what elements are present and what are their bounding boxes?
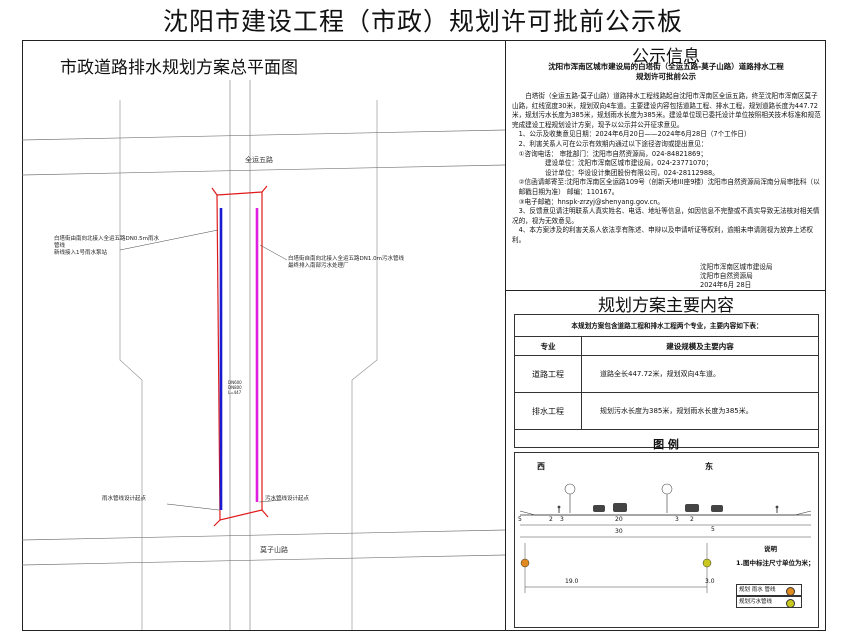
notice-paragraph: 3、反馈意见请注明联系人真实姓名、电话、地址等信息，如因信息不完整或不真实导致无… bbox=[512, 207, 820, 225]
road-edge bbox=[21, 529, 506, 541]
notice-title: 公示信息 bbox=[632, 47, 700, 67]
boundary-line bbox=[351, 100, 378, 630]
notice-paragraph: ②信函请邮寄至:沈阳市浑南区全运路109号（创新天地III座9楼）沈阳市自然资源… bbox=[518, 178, 820, 196]
notice-paragraph: ①咨询电话： 审批部门：沈阳市自然资源局，024-84821869； bbox=[518, 149, 708, 158]
table-cell-spec: 道路工程 bbox=[514, 355, 582, 393]
table-row: 排水工程 规划污水长度为385米，规划雨水长度为385米。 bbox=[514, 392, 819, 430]
label-rain-start: 雨水管线设计起点 bbox=[102, 496, 147, 502]
notice-paragraph: 建设单位：沈阳市浑南区城市建设局，024-23771070； bbox=[545, 159, 713, 168]
section-divider bbox=[506, 290, 826, 291]
notice-paragraph: 2、利害关系人可在公示有效期内通过以下途径咨询或提出意见： bbox=[518, 139, 708, 148]
legend-item-rain: 规划 雨水 管线 bbox=[736, 584, 802, 596]
road-name-north: 全运五路 bbox=[245, 156, 273, 164]
board-frame bbox=[22, 40, 826, 631]
table-cell-desc: 规划污水长度为385米，规划雨水长度为385米。 bbox=[581, 392, 819, 430]
road-edge bbox=[21, 164, 506, 176]
table-cell-spec: 排水工程 bbox=[514, 392, 582, 430]
plan-title: 规划方案主要内容 bbox=[598, 296, 734, 316]
table-header-row: 专业 建设规模及主要内容 bbox=[514, 336, 819, 356]
rain-symbol-icon bbox=[786, 587, 795, 596]
table-row: 道路工程 道路全长447.72米，规划双向4车道。 bbox=[514, 355, 819, 393]
road-edge bbox=[21, 129, 506, 141]
notice-signature: 沈阳市浑南区城市建设局 沈阳市自然资源局 2024年6月 28日 bbox=[700, 263, 773, 289]
road-name-south: 莫子山路 bbox=[260, 546, 288, 554]
red-line-boundary bbox=[216, 191, 263, 521]
road-edge bbox=[21, 554, 506, 566]
table-header: 专业 bbox=[514, 336, 582, 356]
direction-west: 西 bbox=[537, 462, 545, 471]
table-header: 建设规模及主要内容 bbox=[581, 336, 819, 356]
page-title: 沈阳市建设工程（市政）规划许可批前公示板 bbox=[162, 7, 683, 36]
label-rain-pipe: 白塔街由南向北接入全运五路DN0.5m雨水管线 新线接入1号雨水泵站 bbox=[54, 236, 159, 256]
plan-intro: 本规划方案包含道路工程和排水工程两个专业，主要内容如下表： bbox=[571, 322, 763, 330]
site-plan-drawing bbox=[21, 80, 506, 630]
site-plan: 全运五路 莫子山路 白塔街由南向北接入全运五路DN0.5m雨水管线 新线接入1号… bbox=[21, 80, 506, 630]
notice-paragraph: 白塔街（全运五路-莫子山路）道路排水工程线路起自沈阳市浑南区全运五路，终至沈阳市… bbox=[512, 92, 821, 129]
board-divider bbox=[505, 40, 506, 631]
label-sewage-pipe: 白塔街自南向北接入全运五路DN1.0m污水管线 最终排入南部污水处理厂 bbox=[288, 256, 404, 269]
table-cell-desc: 道路全长447.72米，规划双向4车道。 bbox=[581, 355, 819, 393]
legend-title: 图 例 bbox=[653, 438, 679, 451]
notice-body: 白塔街（全运五路-莫子山路）道路排水工程线路起自沈阳市浑南区全运五路，终至沈阳市… bbox=[512, 92, 822, 246]
cross-section-drawing bbox=[519, 483, 812, 593]
notice-paragraph: 设计单位：华设设计集团股份有限公司，024-28112988。 bbox=[545, 168, 719, 177]
notice-paragraph: 1、公示及收集意见日期：2024年6月20日——2024年6月28日（7个工作日… bbox=[518, 130, 751, 139]
notice-subtitle: 沈阳市浑南区城市建设局的白塔街（全运五路-莫子山路）道路排水工程 规划许可批前公… bbox=[548, 62, 784, 81]
notice-paragraph: 4、本方案涉及的利害关系人依法享有陈述、申辩以及申请听证等权利，逾期未申请则视为… bbox=[512, 226, 813, 244]
sewage-symbol-icon bbox=[786, 599, 795, 608]
note-text: 1.图中标注尺寸单位为米； bbox=[736, 559, 815, 567]
note-title: 说明 bbox=[764, 545, 777, 553]
boundary-line bbox=[119, 100, 143, 630]
plan-table: 专业 建设规模及主要内容 道路工程 道路全长447.72米，规划双向4车道。 排… bbox=[514, 336, 819, 430]
label-pipe-spec: DN600 DN800 L=447 bbox=[228, 380, 242, 395]
legend-box: 西 东 5 2 3 20 3 2 5 30 19.0 3.0 bbox=[514, 452, 819, 628]
legend-item-sewage: 规划污水管线 bbox=[736, 596, 802, 608]
notice-paragraph: ③电子邮箱：hnspk-zrzyj@shenyang.gov.cn。 bbox=[518, 197, 664, 206]
label-sewage-start: 污水管线设计起点 bbox=[265, 496, 310, 502]
map-title: 市政道路排水规划方案总平面图 bbox=[60, 58, 298, 78]
direction-east: 东 bbox=[705, 462, 713, 471]
